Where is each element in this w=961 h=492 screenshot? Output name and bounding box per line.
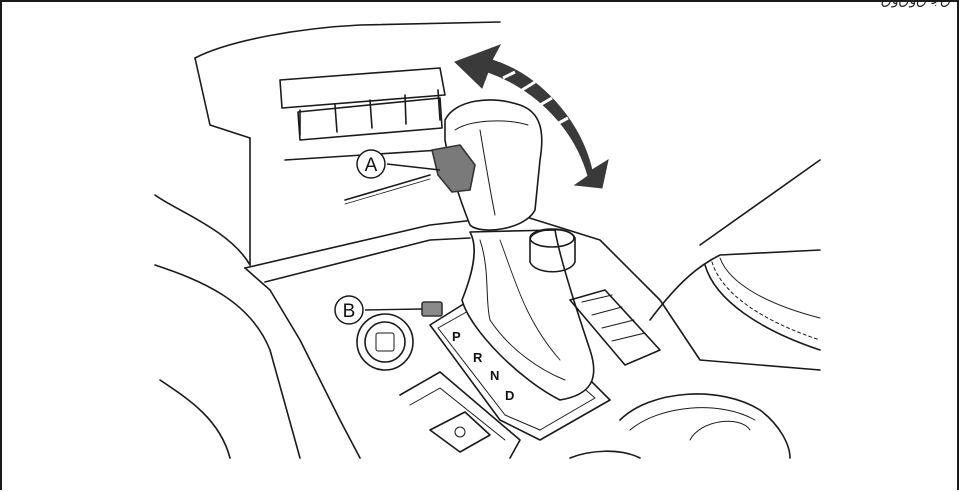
- callout-b-leader: [365, 309, 422, 310]
- vent-panel: [280, 68, 445, 108]
- right-dash-line: [700, 160, 820, 245]
- button-b: [422, 302, 442, 316]
- dash-trim-line2: [345, 179, 430, 204]
- armrest-stitch2: [720, 258, 820, 318]
- left-seat-inner: [160, 380, 230, 458]
- armrest-front: [705, 265, 820, 350]
- epb-icon: [455, 427, 465, 437]
- epb-switch: [430, 412, 490, 452]
- left-seat-edge: [155, 265, 300, 458]
- dash-trim-line: [345, 175, 430, 200]
- callout-b: B: [335, 296, 363, 324]
- cupholder-inner: [630, 408, 755, 430]
- callout-a-leader: [387, 164, 440, 170]
- start-button-face: [376, 333, 394, 351]
- callout-a: A: [357, 150, 385, 178]
- gear-n-label: N: [490, 368, 499, 383]
- cupholder-lower: [570, 451, 640, 458]
- right-switch-dividers: [582, 295, 645, 341]
- gear-r-label: R: [473, 350, 483, 365]
- callout-a-label: A: [365, 155, 378, 176]
- start-button-ring: [365, 322, 405, 362]
- shift-boot: [462, 230, 594, 400]
- console-left-edge: [245, 268, 360, 458]
- dash-top-line: [195, 22, 500, 58]
- gear-d-label: D: [505, 388, 514, 403]
- armrest-top: [650, 250, 820, 320]
- cupholder-inner2: [690, 421, 750, 440]
- left-panel-curve: [155, 195, 250, 265]
- console-inner-edge: [265, 238, 470, 282]
- dash-left-edge: [195, 58, 250, 138]
- callout-b-label: B: [343, 301, 356, 322]
- gear-p-label: P: [452, 329, 461, 344]
